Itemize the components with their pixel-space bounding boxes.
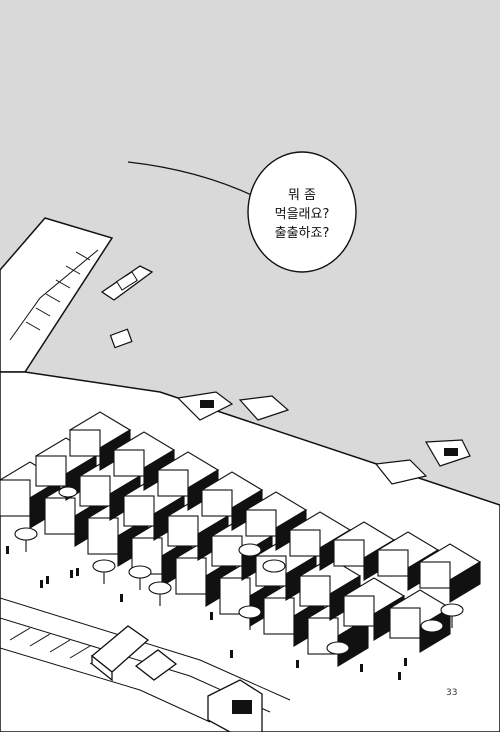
boat-middle-right xyxy=(238,395,290,421)
vending-kiosk xyxy=(207,679,263,732)
umbrellas xyxy=(14,486,464,666)
car xyxy=(134,649,178,681)
speech-line: 뭐 좀 xyxy=(287,188,317,203)
bus xyxy=(90,625,150,682)
speech-bubble-tail xyxy=(127,161,259,199)
boat-small-top xyxy=(109,328,133,349)
boat-middle-left xyxy=(176,391,234,421)
speech-line: 먹을래요? xyxy=(274,207,330,222)
boat-large-top xyxy=(100,265,154,301)
pedestrians xyxy=(6,546,407,680)
pier-stripes xyxy=(25,251,91,331)
speech-bubble-text: 뭐 좀 먹을래요? 출출하죠? xyxy=(248,186,356,243)
page-number: 33 xyxy=(446,688,458,698)
market-stalls xyxy=(0,411,482,667)
speech-line: 출출하죠? xyxy=(274,226,330,241)
boat-right-upper xyxy=(424,439,471,467)
speech-bubble xyxy=(247,151,357,273)
boat-right-lower xyxy=(374,459,428,485)
